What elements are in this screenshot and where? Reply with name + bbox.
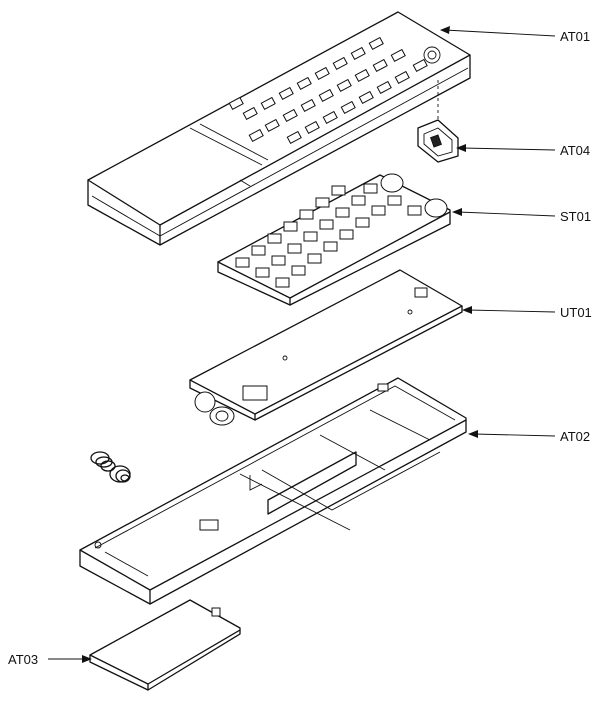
label-at01: AT01 <box>560 29 590 44</box>
part-at03-battery-cover <box>89 599 241 691</box>
part-at01-top-cover <box>87 11 471 246</box>
part-ut01-circuit-board <box>189 269 463 426</box>
label-at03: AT03 <box>8 652 38 667</box>
part-at04-clip <box>417 80 459 163</box>
keypad-buttons <box>235 183 422 288</box>
part-at02-bottom-case <box>79 377 467 605</box>
label-at04: AT04 <box>560 143 590 158</box>
label-ut01: UT01 <box>560 305 592 320</box>
battery-springs <box>90 451 131 483</box>
top-cover-key-grid <box>228 36 428 145</box>
part-st01-keypad <box>217 173 451 306</box>
callout-arrows <box>48 26 556 663</box>
label-st01: ST01 <box>560 209 591 224</box>
label-at02: AT02 <box>560 429 590 444</box>
